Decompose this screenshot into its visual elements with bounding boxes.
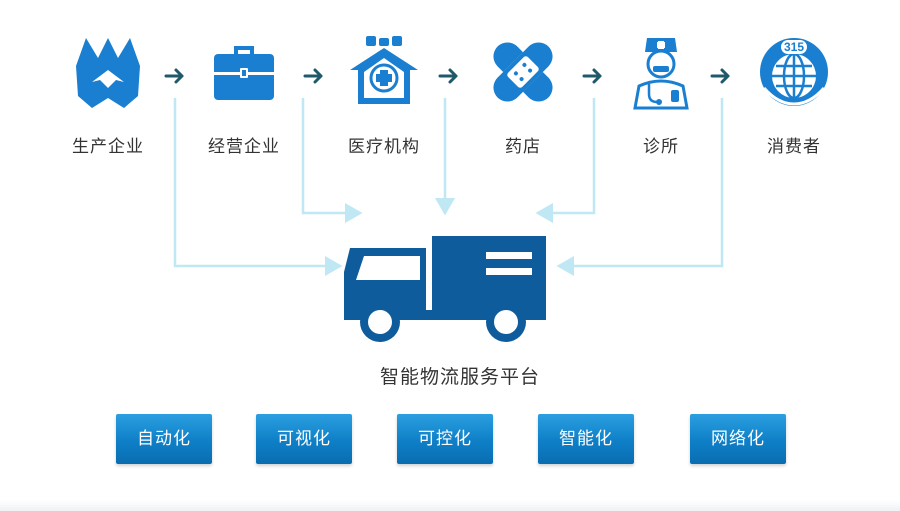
consumer-315-icon: 315 bbox=[760, 38, 828, 106]
node-label: 诊所 bbox=[643, 137, 679, 157]
connector-4 bbox=[535, 98, 596, 223]
flow-arrow-3 bbox=[438, 68, 458, 84]
connectors bbox=[173, 98, 724, 276]
node-hospital: 医疗机构 bbox=[324, 32, 444, 157]
flow-arrow-4 bbox=[582, 68, 602, 84]
feature-automation: 自动化 bbox=[116, 414, 212, 464]
flow-arrows bbox=[164, 68, 730, 84]
feature-intelligence: 智能化 bbox=[538, 414, 634, 464]
briefcase-icon bbox=[214, 46, 274, 100]
bottom-shade bbox=[0, 500, 900, 511]
flow-arrow-1 bbox=[164, 68, 184, 84]
feature-visualization: 可视化 bbox=[256, 414, 352, 464]
node-clinic: 诊所 bbox=[601, 32, 721, 157]
connector-2 bbox=[301, 98, 363, 223]
badge-315-text: 315 bbox=[784, 40, 804, 54]
flow-arrow-5 bbox=[710, 68, 730, 84]
node-business: 经营企业 bbox=[184, 32, 304, 157]
flow-arrow-2 bbox=[303, 68, 323, 84]
nurse-icon bbox=[633, 38, 689, 110]
manufacturer-logo-icon bbox=[76, 38, 140, 108]
feature-networking: 网络化 bbox=[690, 414, 786, 464]
hospital-icon bbox=[350, 36, 418, 104]
node-label: 药店 bbox=[505, 137, 541, 157]
bandage-icon bbox=[493, 42, 553, 102]
connector-1 bbox=[173, 98, 343, 276]
platform-label: 智能物流服务平台 bbox=[379, 366, 540, 388]
node-label: 经营企业 bbox=[208, 137, 280, 157]
feature-controllability: 可控化 bbox=[397, 414, 493, 464]
node-label: 消费者 bbox=[767, 137, 821, 157]
node-consumer: 315 消费者 bbox=[734, 32, 854, 157]
node-label: 医疗机构 bbox=[348, 137, 420, 157]
truck-icon bbox=[344, 236, 546, 342]
node-label: 生产企业 bbox=[72, 137, 144, 157]
connector-5 bbox=[556, 98, 724, 276]
node-pharmacy: 药店 bbox=[463, 32, 583, 157]
node-manufacturer: 生产企业 bbox=[48, 32, 168, 157]
